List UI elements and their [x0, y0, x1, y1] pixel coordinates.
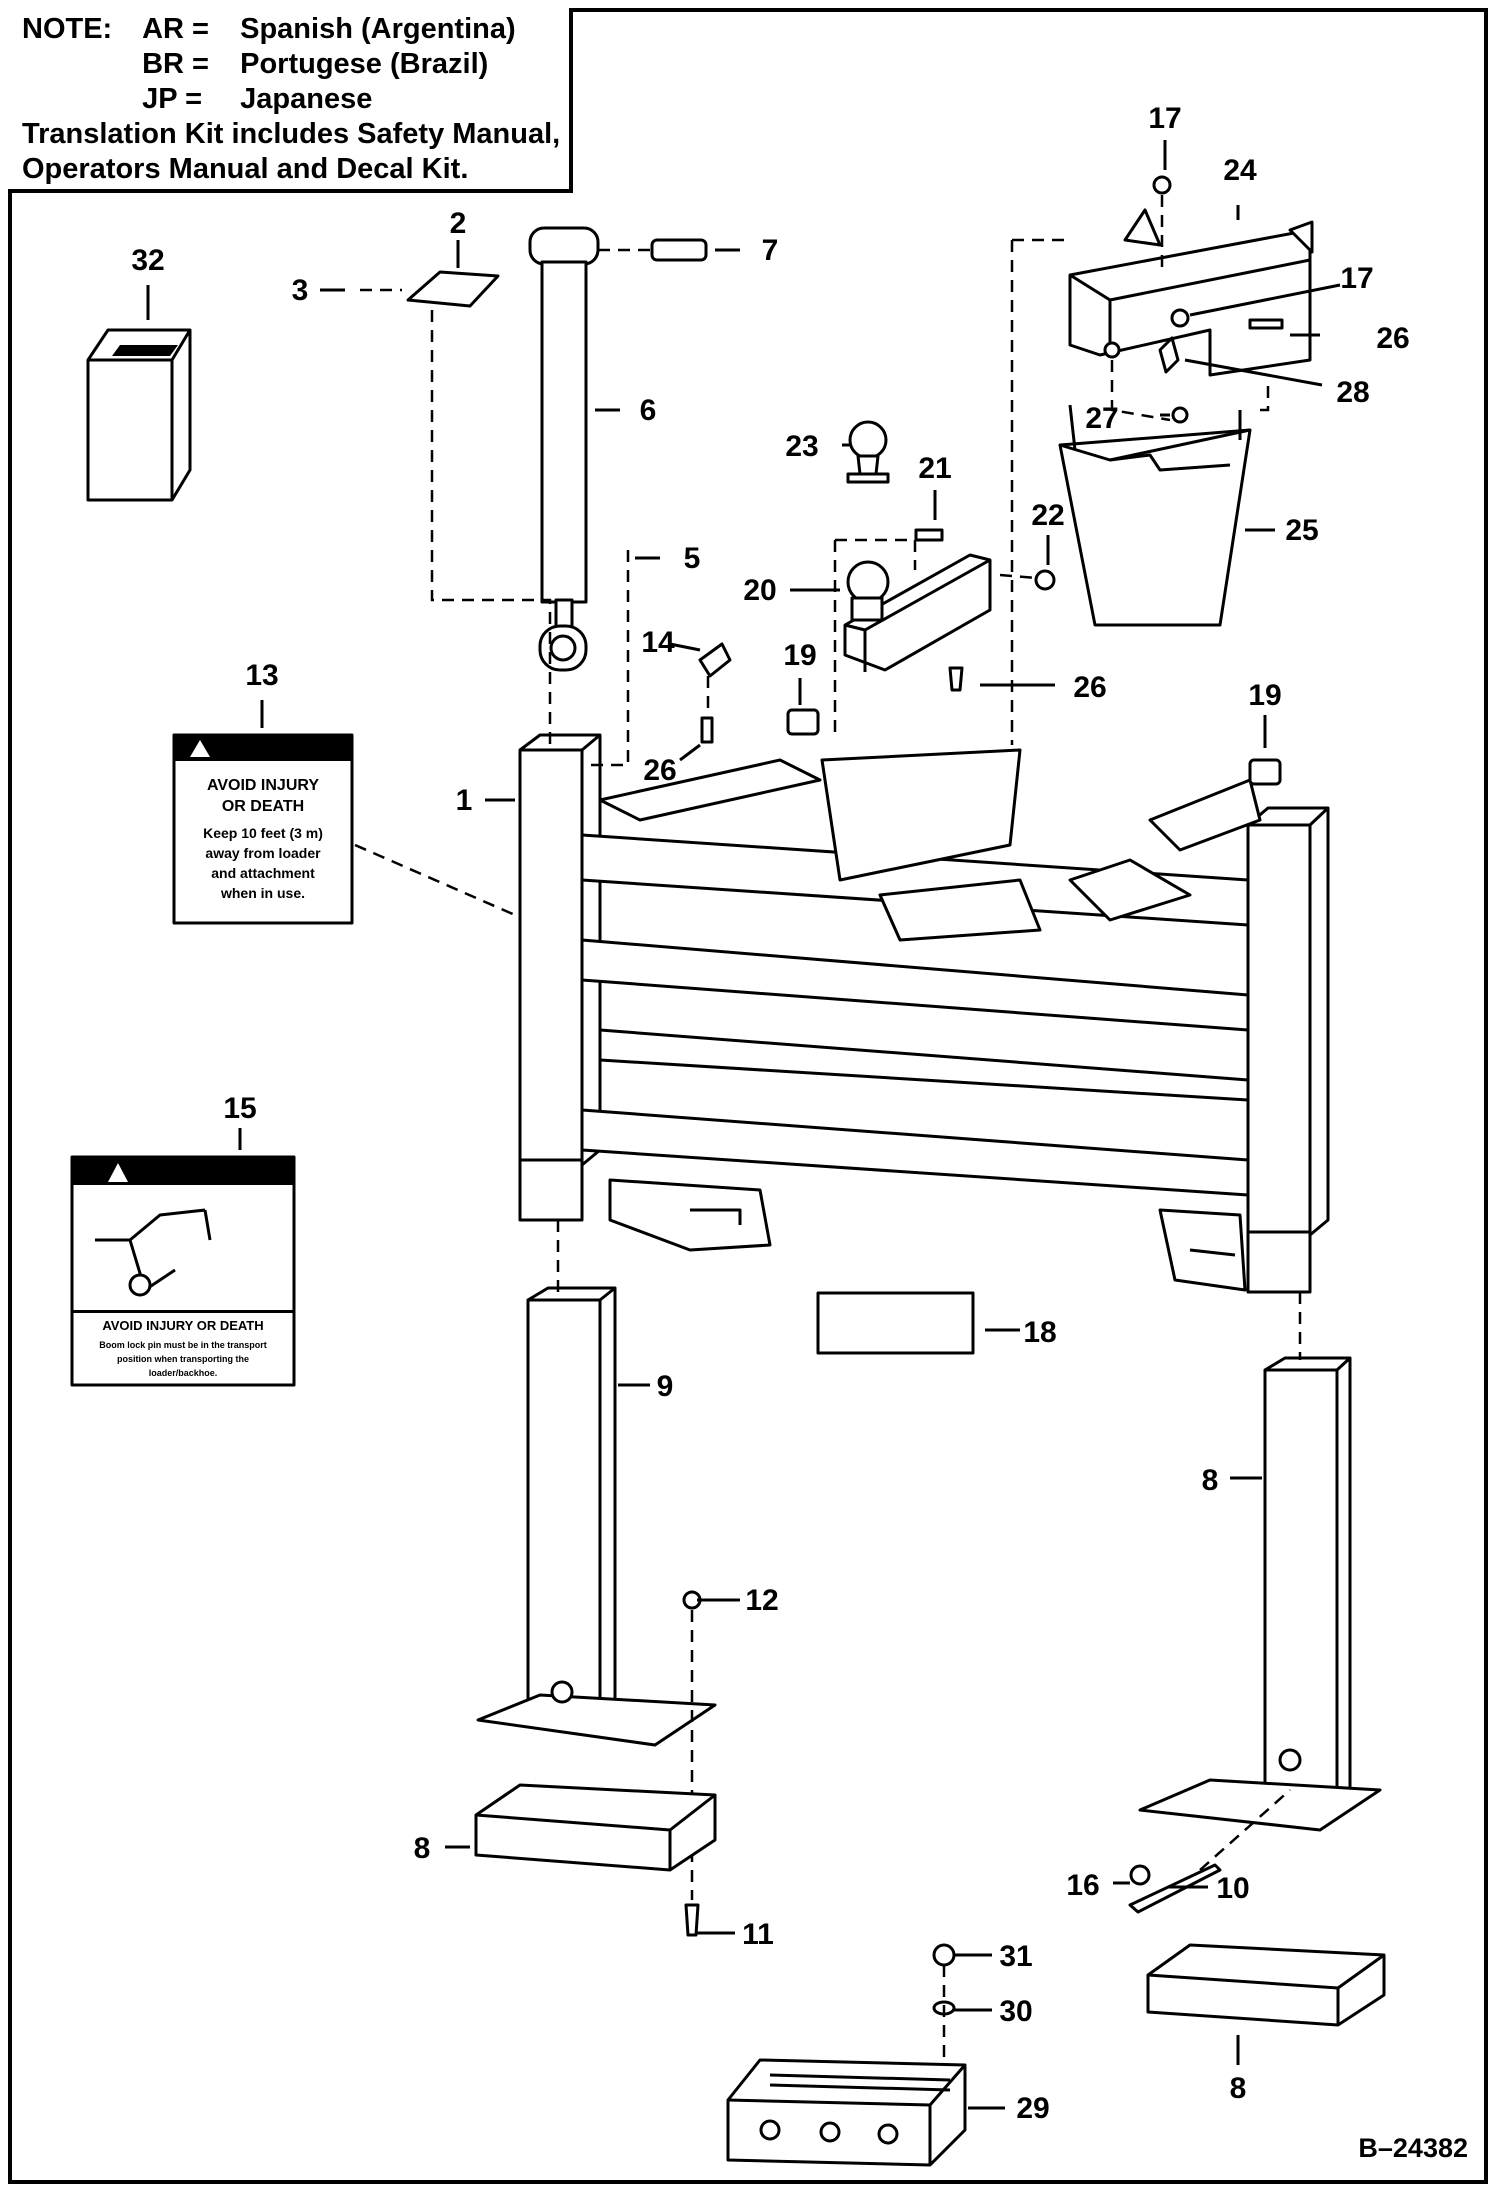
- callout-17-a: 17: [1148, 102, 1181, 135]
- callout-16: 16: [1066, 1869, 1099, 1902]
- callout-21: 21: [918, 452, 951, 485]
- main-frame: [518, 708, 1330, 1294]
- callout-19-b: 19: [1248, 679, 1281, 712]
- svg-text:Keep 10 feet (3 m): Keep 10 feet (3 m): [203, 825, 323, 841]
- warning-decal-13: WARNING AVOID INJURY OR DEATH Keep 10 fe…: [172, 733, 516, 925]
- left-foot-hardware: [474, 1590, 717, 1937]
- rear-shield: [1058, 404, 1252, 627]
- callout-20: 20: [743, 574, 776, 607]
- note-row-jp: JP = Japanese: [142, 83, 373, 115]
- callout-8-a: 8: [414, 1832, 431, 1865]
- right-leg: [1138, 1292, 1382, 1832]
- svg-text:loader/backhoe.: loader/backhoe.: [149, 1368, 218, 1378]
- hitch-ball: [846, 420, 890, 484]
- note-kit-line1: Translation Kit includes Safety Manual,: [22, 118, 561, 150]
- callout-29: 29: [1016, 2092, 1049, 2125]
- callout-4: 5: [684, 542, 701, 575]
- reference-code: B–24382: [1358, 2133, 1468, 2163]
- svg-text:OR DEATH: OR DEATH: [222, 798, 304, 815]
- callout-14: 14: [641, 626, 675, 659]
- cover-plate: [360, 270, 552, 760]
- callout-17-b: 17: [1340, 262, 1373, 295]
- right-foot-hardware: [1128, 1789, 1386, 2027]
- svg-text:Boom lock pin must be in the t: Boom lock pin must be in the transport: [99, 1340, 267, 1350]
- svg-text:WARNING: WARNING: [215, 741, 302, 761]
- note-box: NOTE: AR = Spanish (Argentina) BR = Port…: [8, 8, 573, 193]
- callout-28: 28: [1336, 376, 1369, 409]
- callout-26-a: 26: [643, 754, 676, 787]
- callout-27: 27: [1085, 402, 1118, 435]
- svg-text:away from loader: away from loader: [205, 845, 321, 861]
- callout-32: 32: [131, 244, 164, 277]
- callout-30: 30: [999, 1995, 1032, 2028]
- callout-3: 3: [292, 274, 309, 307]
- callout-7: 8: [1202, 1464, 1219, 1497]
- callout-9: 9: [657, 1370, 674, 1403]
- svg-text:when in use.: when in use.: [220, 885, 305, 901]
- callout-19-a: 19: [783, 639, 816, 672]
- callout-18: 18: [1023, 1316, 1056, 1349]
- callout-26-c: 26: [1073, 671, 1106, 704]
- diagram-frame: [8, 8, 1488, 2184]
- callout-10: 10: [1216, 1872, 1249, 1905]
- svg-text:WARNING: WARNING: [135, 1163, 232, 1185]
- callout-31: 31: [999, 1940, 1032, 1973]
- callout-12: 12: [745, 1584, 778, 1617]
- weight-block: [726, 1943, 967, 2167]
- cylinder-pin: [598, 238, 708, 262]
- note-row-ar: NOTE: AR = Spanish (Argentina): [22, 13, 516, 45]
- hydraulic-cylinder: [528, 226, 600, 672]
- callout-11: 11: [742, 1918, 774, 1951]
- callout-15: 15: [223, 1092, 256, 1125]
- leader-lines: [146, 140, 1341, 2110]
- callout-1: 1: [456, 784, 473, 817]
- callout-23: 23: [785, 430, 818, 463]
- note-kit-line2: Operators Manual and Decal Kit.: [22, 153, 469, 185]
- callout-6: 6: [640, 394, 657, 427]
- hitch-bracket: [833, 528, 1056, 740]
- callout-24: 24: [1223, 154, 1257, 187]
- svg-text:position when transporting the: position when transporting the: [117, 1354, 249, 1364]
- callout-8-b: 8: [1230, 2072, 1247, 2105]
- pin-path-4: [590, 550, 630, 767]
- svg-text:AVOID INJURY OR DEATH: AVOID INJURY OR DEATH: [102, 1318, 263, 1333]
- callout-5: 7: [762, 234, 779, 267]
- decal-plate-18: [816, 1291, 975, 1355]
- callout-13: 13: [245, 659, 278, 692]
- upper-mount-bracket: [1010, 175, 1314, 745]
- svg-text:AVOID INJURY: AVOID INJURY: [207, 777, 319, 794]
- callout-numbers: 32 2 3 6 5 7 1 13 15 14 26 19 19 20 21 2…: [131, 102, 1409, 2125]
- note-row-br: BR = Portugese (Brazil): [142, 48, 489, 80]
- callout-25: 25: [1285, 514, 1318, 547]
- translation-kit-box: [86, 328, 192, 502]
- retainer-clip: [698, 642, 732, 744]
- callout-26-b: 26: [1376, 322, 1409, 355]
- svg-text:and attachment: and attachment: [211, 865, 315, 881]
- callout-22: 22: [1031, 499, 1064, 532]
- warning-decal-15: WARNING AVOID INJURY OR DEATH Boom lock …: [70, 1155, 296, 1387]
- left-leg: [476, 1220, 717, 1747]
- callout-2: 2: [450, 207, 467, 240]
